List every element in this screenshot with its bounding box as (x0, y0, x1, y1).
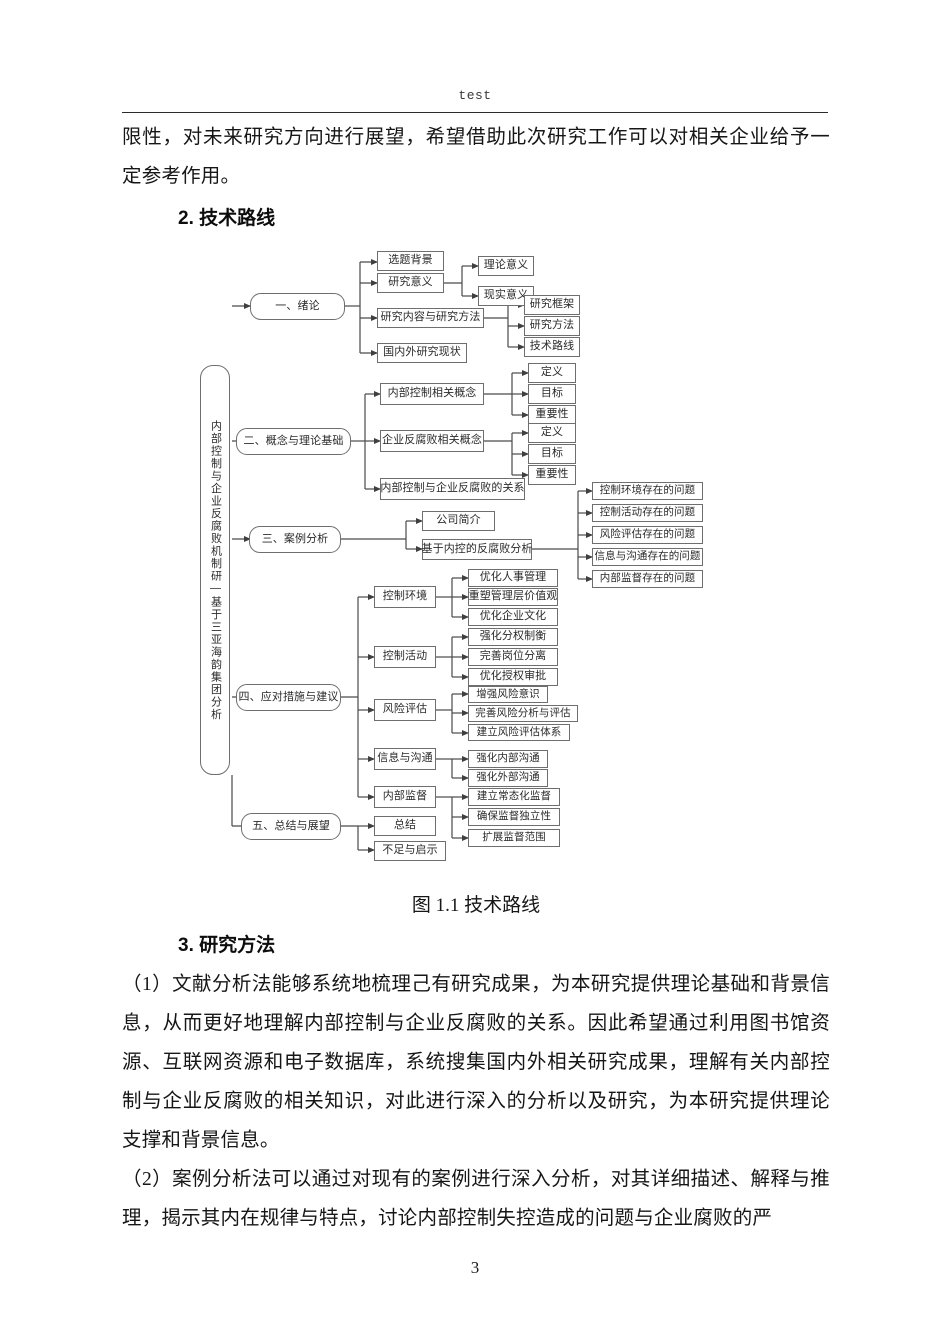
diagram-chapter-5: 五、总结与展望 (241, 813, 341, 840)
diagram-root-node: 内部控制与企业反腐败机制研—基于三亚海韵集团分析 (200, 365, 230, 775)
diagram-node-supervision-independence: 确保监督独立性 (468, 808, 560, 826)
paragraph-continuation: 限性，对未来研究方向进行展望，希望借助此次研究工作可以对相关企业给予一定参考作用… (122, 127, 830, 187)
diagram-node-research-method: 研究方法 (524, 316, 580, 336)
diagram-node-practical-significance: 现实意义 (478, 286, 534, 306)
diagram-node-research-framework: 研究框架 (524, 295, 580, 315)
diagram-chapter-1: 一、绪论 (250, 293, 345, 320)
diagram-node-research-content-method: 研究内容与研究方法 (377, 308, 484, 328)
diagram-node-summary: 总结 (374, 816, 436, 836)
diagram-node-improve-risk-analysis: 完善风险分析与评估 (468, 705, 578, 722)
figure-caption: 图 1.1 技术路线 (411, 895, 541, 916)
heading-research-method: 3. 研究方法 (178, 935, 276, 956)
page-number: 3 (470, 1258, 480, 1277)
diagram-node-ac-definition: 定义 (528, 423, 576, 443)
diagram-node-internal-supervision: 内部监督 (374, 786, 436, 808)
diagram-node-ac-goal: 目标 (528, 444, 576, 464)
diagram-node-strengthen-internal-comm: 强化内部沟通 (468, 750, 548, 768)
diagram-node-anticorruption-concepts: 企业反腐败相关概念 (380, 430, 484, 452)
diagram-chapter-3: 三、案例分析 (249, 526, 341, 553)
diagram-node-problem-internal-supervision: 内部监督存在的问题 (592, 570, 703, 588)
diagram-node-technical-route: 技术路线 (524, 337, 580, 357)
header-rule (122, 112, 828, 113)
diagram-node-topic-background: 选题背景 (377, 251, 444, 271)
diagram-node-ic-goal: 目标 (528, 384, 576, 404)
diagram-node-strengthen-separation-powers: 强化分权制衡 (468, 628, 558, 646)
diagram-node-information-communication: 信息与沟通 (374, 748, 436, 770)
diagram-node-problem-control-activity: 控制活动存在的问题 (592, 504, 703, 522)
diagram-node-control-environment: 控制环境 (374, 586, 436, 608)
diagram-node-enhance-risk-awareness: 增强风险意识 (468, 686, 548, 703)
diagram-node-optimize-culture: 优化企业文化 (468, 608, 558, 626)
diagram-node-ic-definition: 定义 (528, 363, 576, 383)
diagram-node-ac-importance: 重要性 (528, 465, 576, 485)
diagram-node-reshape-values: 重塑管理层价值观 (468, 588, 558, 606)
running-header: test (458, 88, 492, 103)
diagram-node-internal-control-concepts: 内部控制相关概念 (380, 383, 484, 405)
diagram-node-improve-post-separation: 完善岗位分离 (468, 648, 558, 666)
diagram-node-research-status: 国内外研究现状 (377, 343, 467, 363)
diagram-node-problem-control-environment: 控制环境存在的问题 (592, 482, 703, 500)
diagram-chapter-2: 二、概念与理论基础 (236, 428, 351, 455)
diagram-node-problem-risk-assessment: 风险评估存在的问题 (592, 526, 703, 544)
diagram-node-optimize-hr: 优化人事管理 (468, 569, 558, 587)
diagram-node-build-risk-system: 建立风险评估体系 (468, 724, 570, 741)
diagram-chapter-4: 四、应对措施与建议 (236, 684, 341, 711)
diagram-node-relationship: 内部控制与企业反腐败的关系 (380, 478, 525, 500)
diagram-node-limitations: 不足与启示 (374, 841, 446, 861)
diagram-node-company-profile: 公司简介 (422, 511, 495, 531)
heading-technical-route: 2. 技术路线 (178, 208, 276, 229)
diagram-node-theoretical-significance: 理论意义 (478, 256, 534, 276)
diagram-node-ic-importance: 重要性 (528, 405, 576, 425)
diagram-node-expand-supervision-scope: 扩展监督范围 (468, 829, 560, 847)
diagram-node-anticorruption-analysis: 基于内控的反腐败分析 (422, 539, 532, 560)
diagram-node-strengthen-external-comm: 强化外部沟通 (468, 769, 548, 787)
diagram-node-normalized-supervision: 建立常态化监督 (468, 788, 560, 806)
diagram-node-research-significance: 研究意义 (377, 273, 444, 293)
diagram-node-control-activity: 控制活动 (374, 646, 436, 668)
diagram-node-optimize-authorization: 优化授权审批 (468, 668, 558, 686)
paragraph-1: （1）文献分析法能够系统地梳理己有研究成果，为本研究提供理论基础和背景信息，从而… (122, 974, 830, 1151)
diagram-node-problem-information-communication: 信息与沟通存在的问题 (592, 548, 703, 566)
diagram-node-risk-assessment: 风险评估 (374, 699, 436, 721)
paragraph-2: （2）案例分析法可以通过对现有的案例进行深入分析，对其详细描述、解释与推理，揭示… (122, 1169, 830, 1229)
